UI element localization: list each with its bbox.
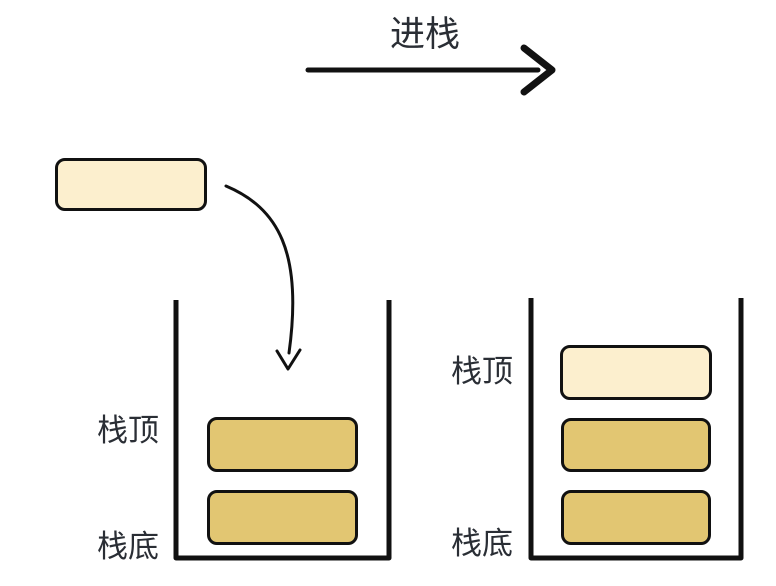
push-operation-label: 进栈 — [389, 15, 460, 54]
left-stack-bottom-label: 栈底 — [97, 529, 159, 564]
right-stack-block-middle — [561, 418, 711, 472]
left-stack-block-top — [207, 417, 358, 472]
left-stack-top-label: 栈顶 — [97, 413, 159, 448]
right-stack-block-bottom — [561, 490, 711, 545]
drop-arrow-head — [275, 348, 302, 371]
drop-arrow-shaft — [224, 184, 295, 355]
right-stack-bottom-label: 栈底 — [451, 526, 513, 561]
left-stack-block-bottom — [207, 490, 358, 545]
incoming-block — [55, 158, 207, 211]
push-arrow-head — [520, 44, 556, 96]
right-stack-top-label: 栈顶 — [451, 354, 513, 389]
right-stack-block-top — [560, 345, 712, 400]
